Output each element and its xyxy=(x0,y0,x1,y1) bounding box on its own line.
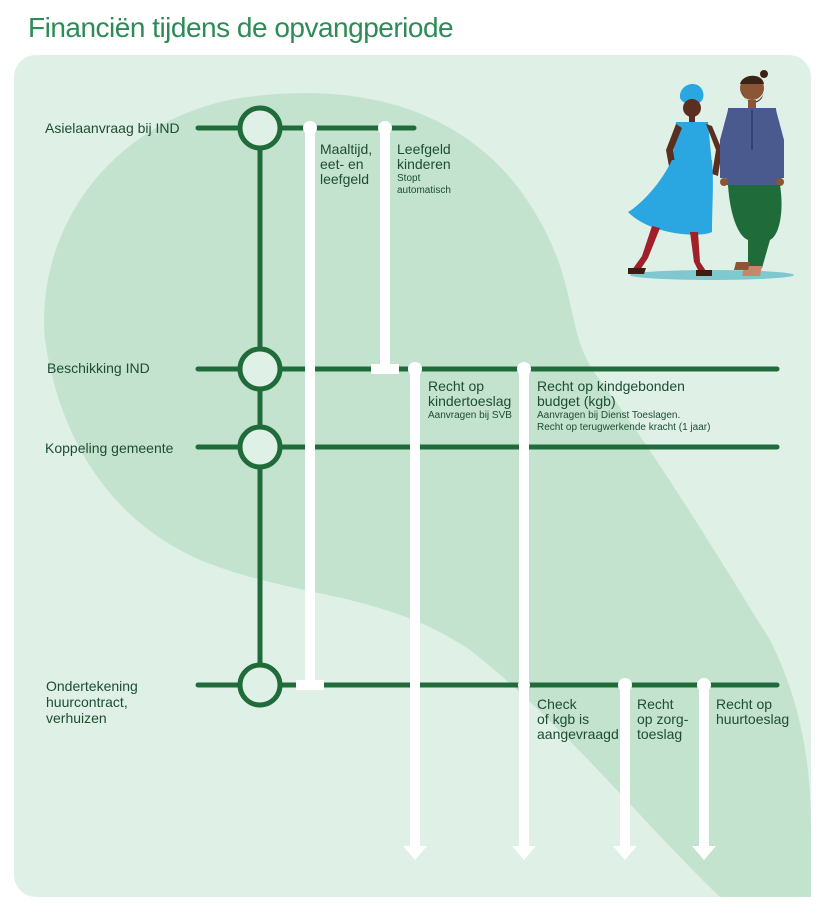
annotation-zorgtoeslag: Recht op zorg- toeslag xyxy=(637,696,689,742)
milestone-label-koppeling: Koppeling gemeente xyxy=(45,440,174,456)
annotation-check-kgb: Check of kgb is aangevraagd xyxy=(537,696,619,742)
milestone-node-asielaanvraag xyxy=(237,105,283,151)
milestone-label-asielaanvraag: Asielaanvraag bij IND xyxy=(45,120,180,136)
milestone-label-beschikking: Beschikking IND xyxy=(47,360,150,376)
milestone-label-huurcontract: Ondertekening huurcontract, verhuizen xyxy=(46,678,138,726)
milestone-node-huurcontract xyxy=(237,662,283,708)
annotation-leefgeld-kinderen: Leefgeld kinderen Stopt automatisch xyxy=(397,141,451,197)
couple-walking-illustration xyxy=(628,70,794,280)
annotation-maaltijd: Maaltijd, eet- en leefgeld xyxy=(320,141,373,187)
annotation-kgb: Recht op kindgebonden budget (kgb) Aanvr… xyxy=(537,378,711,434)
milestone-node-beschikking xyxy=(237,346,283,392)
annotation-huurtoeslag: Recht op huurtoeslag xyxy=(716,696,790,727)
milestone-node-koppeling xyxy=(237,424,283,470)
page-title: Financiën tijdens de opvangperiode xyxy=(28,12,454,43)
arrowhead-kindertoeslag xyxy=(403,846,427,860)
man-figure-icon xyxy=(720,70,784,276)
woman-figure-icon xyxy=(628,84,722,276)
check-kgb-dot xyxy=(518,679,530,691)
annotation-kindertoeslag: Recht op kindertoeslag Aanvragen bij SVB xyxy=(428,378,512,422)
arrowhead-kgb xyxy=(512,846,536,860)
arrowhead-zorgtoeslag xyxy=(613,846,637,860)
background-blob xyxy=(44,92,811,897)
arrowhead-huurtoeslag xyxy=(692,846,716,860)
